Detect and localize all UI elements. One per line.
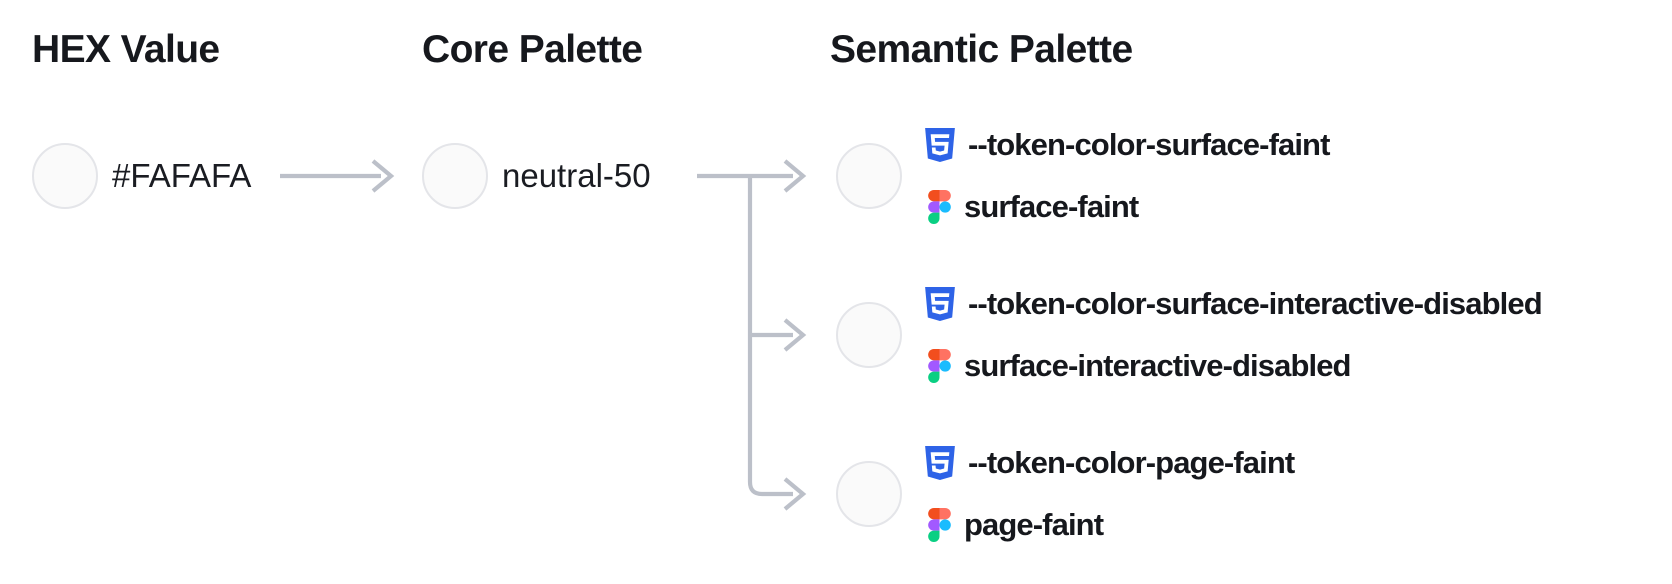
css3-shield-icon [925,446,955,480]
hex-value-label: #FAFAFA [112,157,252,194]
figma-style-name: surface-interactive-disabled [964,348,1351,383]
branch-connector [697,159,807,511]
figma-logo-icon [928,508,951,542]
figma-style-row: page-faint [925,505,1294,545]
css-variable-name: --token-color-surface-interactive-disabl… [968,286,1543,321]
figma-style-name: page-faint [964,507,1104,542]
core-color-swatch [422,143,488,209]
figma-logo-icon [928,190,951,224]
semantic-token-surface-faint: --token-color-surface-faint surface-fain… [925,125,1330,227]
hex-color-swatch [32,143,98,209]
semantic-token-page-faint: --token-color-page-faint page-faint [925,443,1295,545]
css3-shield-icon [925,128,955,162]
figma-style-name: surface-faint [964,189,1139,224]
semantic-token-surface-interactive-disabled: --token-color-surface-interactive-disabl… [925,284,1543,386]
css-variable-row: --token-color-page-faint [925,443,1295,483]
css-variable-row: --token-color-surface-interactive-disabl… [925,284,1543,324]
css-variable-row: --token-color-surface-faint [925,125,1330,165]
semantic-swatch-surface-faint [836,143,902,209]
column-header-semantic: Semantic Palette [830,28,1133,71]
css-variable-name: --token-color-surface-faint [968,127,1330,162]
css3-shield-icon [925,287,955,321]
css-variable-name: --token-color-page-faint [968,445,1295,480]
figma-style-row: surface-interactive-disabled [925,346,1542,386]
figma-style-row: surface-faint [925,187,1330,227]
figma-logo-icon [928,349,951,383]
core-name-label: neutral-50 [502,157,651,194]
column-header-core: Core Palette [422,28,643,71]
column-header-hex: HEX Value [32,28,220,71]
semantic-swatch-surface-interactive-disabled [836,302,902,368]
arrow-right-icon [280,159,395,193]
semantic-swatch-page-faint [836,461,902,527]
